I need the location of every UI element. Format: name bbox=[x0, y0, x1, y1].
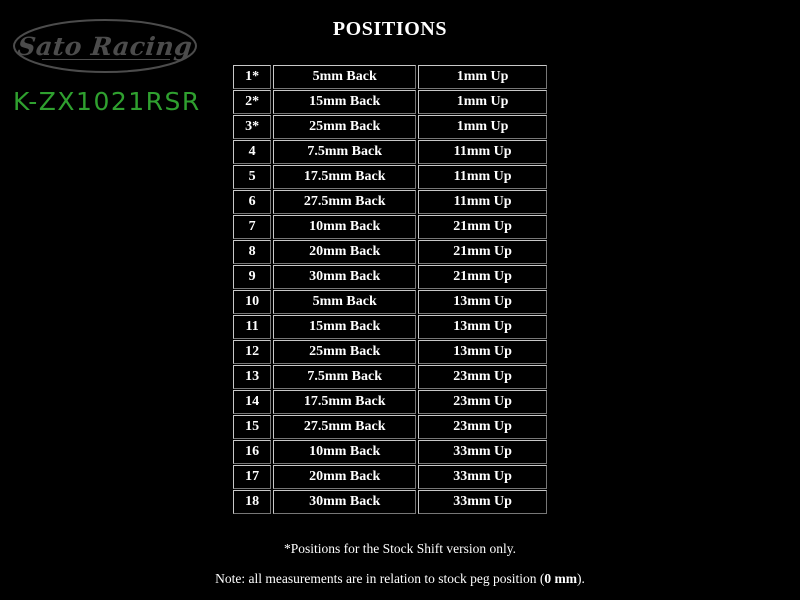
back-offset-cell: 15mm Back bbox=[273, 315, 417, 339]
up-offset-cell: 1mm Up bbox=[418, 65, 547, 89]
measurement-footnote: Note: all measurements are in relation t… bbox=[0, 571, 800, 587]
position-cell: 2* bbox=[233, 90, 272, 114]
position-cell: 12 bbox=[233, 340, 272, 364]
position-cell: 6 bbox=[233, 190, 272, 214]
back-offset-cell: 27.5mm Back bbox=[273, 190, 417, 214]
position-cell: 7 bbox=[233, 215, 272, 239]
up-offset-cell: 23mm Up bbox=[418, 390, 547, 414]
measurement-footnote-suffix: ). bbox=[576, 571, 585, 586]
position-cell: 1* bbox=[233, 65, 272, 89]
up-offset-cell: 1mm Up bbox=[418, 90, 547, 114]
back-offset-cell: 10mm Back bbox=[273, 440, 417, 464]
back-offset-cell: 30mm Back bbox=[273, 490, 417, 514]
up-offset-cell: 1mm Up bbox=[418, 115, 547, 139]
back-offset-cell: 17.5mm Back bbox=[273, 390, 417, 414]
position-cell: 9 bbox=[233, 265, 272, 289]
up-offset-cell: 11mm Up bbox=[418, 190, 547, 214]
position-cell: 18 bbox=[233, 490, 272, 514]
measurement-footnote-value: 0 mm bbox=[544, 571, 577, 586]
back-offset-cell: 25mm Back bbox=[273, 115, 417, 139]
brand-block: Sato Racing K-ZX1021RSR bbox=[0, 18, 230, 123]
back-offset-cell: 5mm Back bbox=[273, 65, 417, 89]
up-offset-cell: 13mm Up bbox=[418, 290, 547, 314]
page-title: POSITIONS bbox=[332, 18, 448, 40]
back-offset-cell: 10mm Back bbox=[273, 215, 417, 239]
stock-shift-footnote: *Positions for the Stock Shift version o… bbox=[284, 541, 516, 556]
model-code-label: K-ZX1021RSR bbox=[13, 87, 201, 116]
up-offset-cell: 33mm Up bbox=[418, 490, 547, 514]
back-offset-cell: 30mm Back bbox=[273, 265, 417, 289]
up-offset-cell: 11mm Up bbox=[418, 140, 547, 164]
up-offset-cell: 33mm Up bbox=[418, 440, 547, 464]
position-cell: 14 bbox=[233, 390, 272, 414]
up-offset-cell: 21mm Up bbox=[418, 215, 547, 239]
back-offset-cell: 27.5mm Back bbox=[273, 415, 417, 439]
up-offset-cell: 23mm Up bbox=[418, 415, 547, 439]
position-cell: 16 bbox=[233, 440, 272, 464]
up-offset-cell: 21mm Up bbox=[418, 240, 547, 264]
position-cell: 4 bbox=[233, 140, 272, 164]
back-offset-cell: 20mm Back bbox=[273, 465, 417, 489]
back-offset-cell: 7.5mm Back bbox=[273, 365, 417, 389]
up-offset-cell: 13mm Up bbox=[418, 315, 547, 339]
position-cell: 3* bbox=[233, 115, 272, 139]
logo-ellipse-icon bbox=[13, 19, 197, 73]
measurement-footnote-prefix: Note: all measurements are in relation t… bbox=[215, 571, 545, 586]
position-cell: 15 bbox=[233, 415, 272, 439]
up-offset-cell: 13mm Up bbox=[418, 340, 547, 364]
position-cell: 8 bbox=[233, 240, 272, 264]
logo-wordmark: Sato Racing bbox=[16, 31, 194, 61]
back-offset-cell: 5mm Back bbox=[273, 290, 417, 314]
position-cell: 10 bbox=[233, 290, 272, 314]
back-offset-cell: 25mm Back bbox=[273, 340, 417, 364]
logo-underline bbox=[42, 59, 170, 60]
back-offset-cell: 7.5mm Back bbox=[273, 140, 417, 164]
up-offset-cell: 11mm Up bbox=[418, 165, 547, 189]
position-cell: 5 bbox=[233, 165, 272, 189]
sato-racing-logo: Sato Racing bbox=[12, 18, 198, 74]
position-cell: 11 bbox=[233, 315, 272, 339]
back-offset-cell: 17.5mm Back bbox=[273, 165, 417, 189]
up-offset-cell: 23mm Up bbox=[418, 365, 547, 389]
back-offset-cell: 15mm Back bbox=[273, 90, 417, 114]
up-offset-cell: 21mm Up bbox=[418, 265, 547, 289]
back-offset-cell: 20mm Back bbox=[273, 240, 417, 264]
up-offset-cell: 33mm Up bbox=[418, 465, 547, 489]
position-cell: 13 bbox=[233, 365, 272, 389]
position-cell: 17 bbox=[233, 465, 272, 489]
